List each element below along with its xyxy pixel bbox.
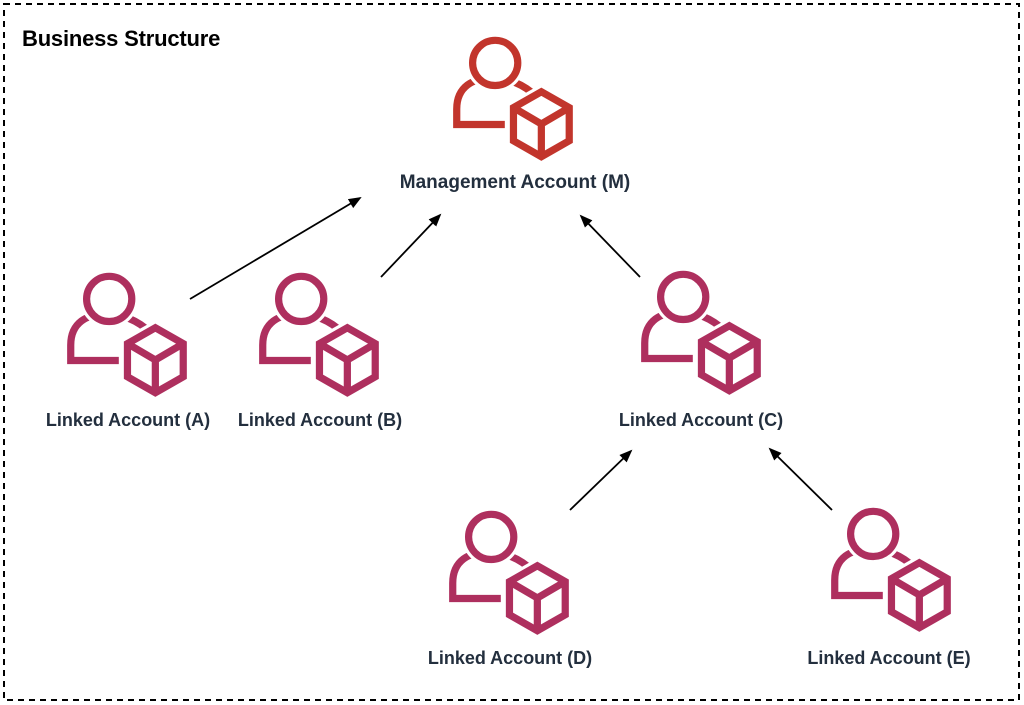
node-label-linked-account-b: Linked Account (B) [237,410,403,430]
user-cube-icon [828,507,953,632]
node-label-linked-account-e: Linked Account (E) [807,648,971,668]
node-label-linked-account-a: Linked Account (A) [45,410,211,430]
arrow-d-to-c [569,449,633,511]
user-cube-icon [450,36,575,161]
user-cube-icon [638,270,763,395]
arrow-b-to-m [380,213,442,278]
user-cube-icon [446,510,571,635]
diagram-title: Business Structure [22,26,221,51]
user-cube-icon [256,272,381,397]
arrow-e-to-c [768,447,833,511]
arrow-c-to-m [579,214,641,278]
node-label-management-account-m: Management Account (M) [399,172,631,193]
node-label-linked-account-c: Linked Account (C) [618,410,784,430]
node-label-linked-account-d: Linked Account (D) [427,648,593,668]
user-cube-icon [64,272,189,397]
